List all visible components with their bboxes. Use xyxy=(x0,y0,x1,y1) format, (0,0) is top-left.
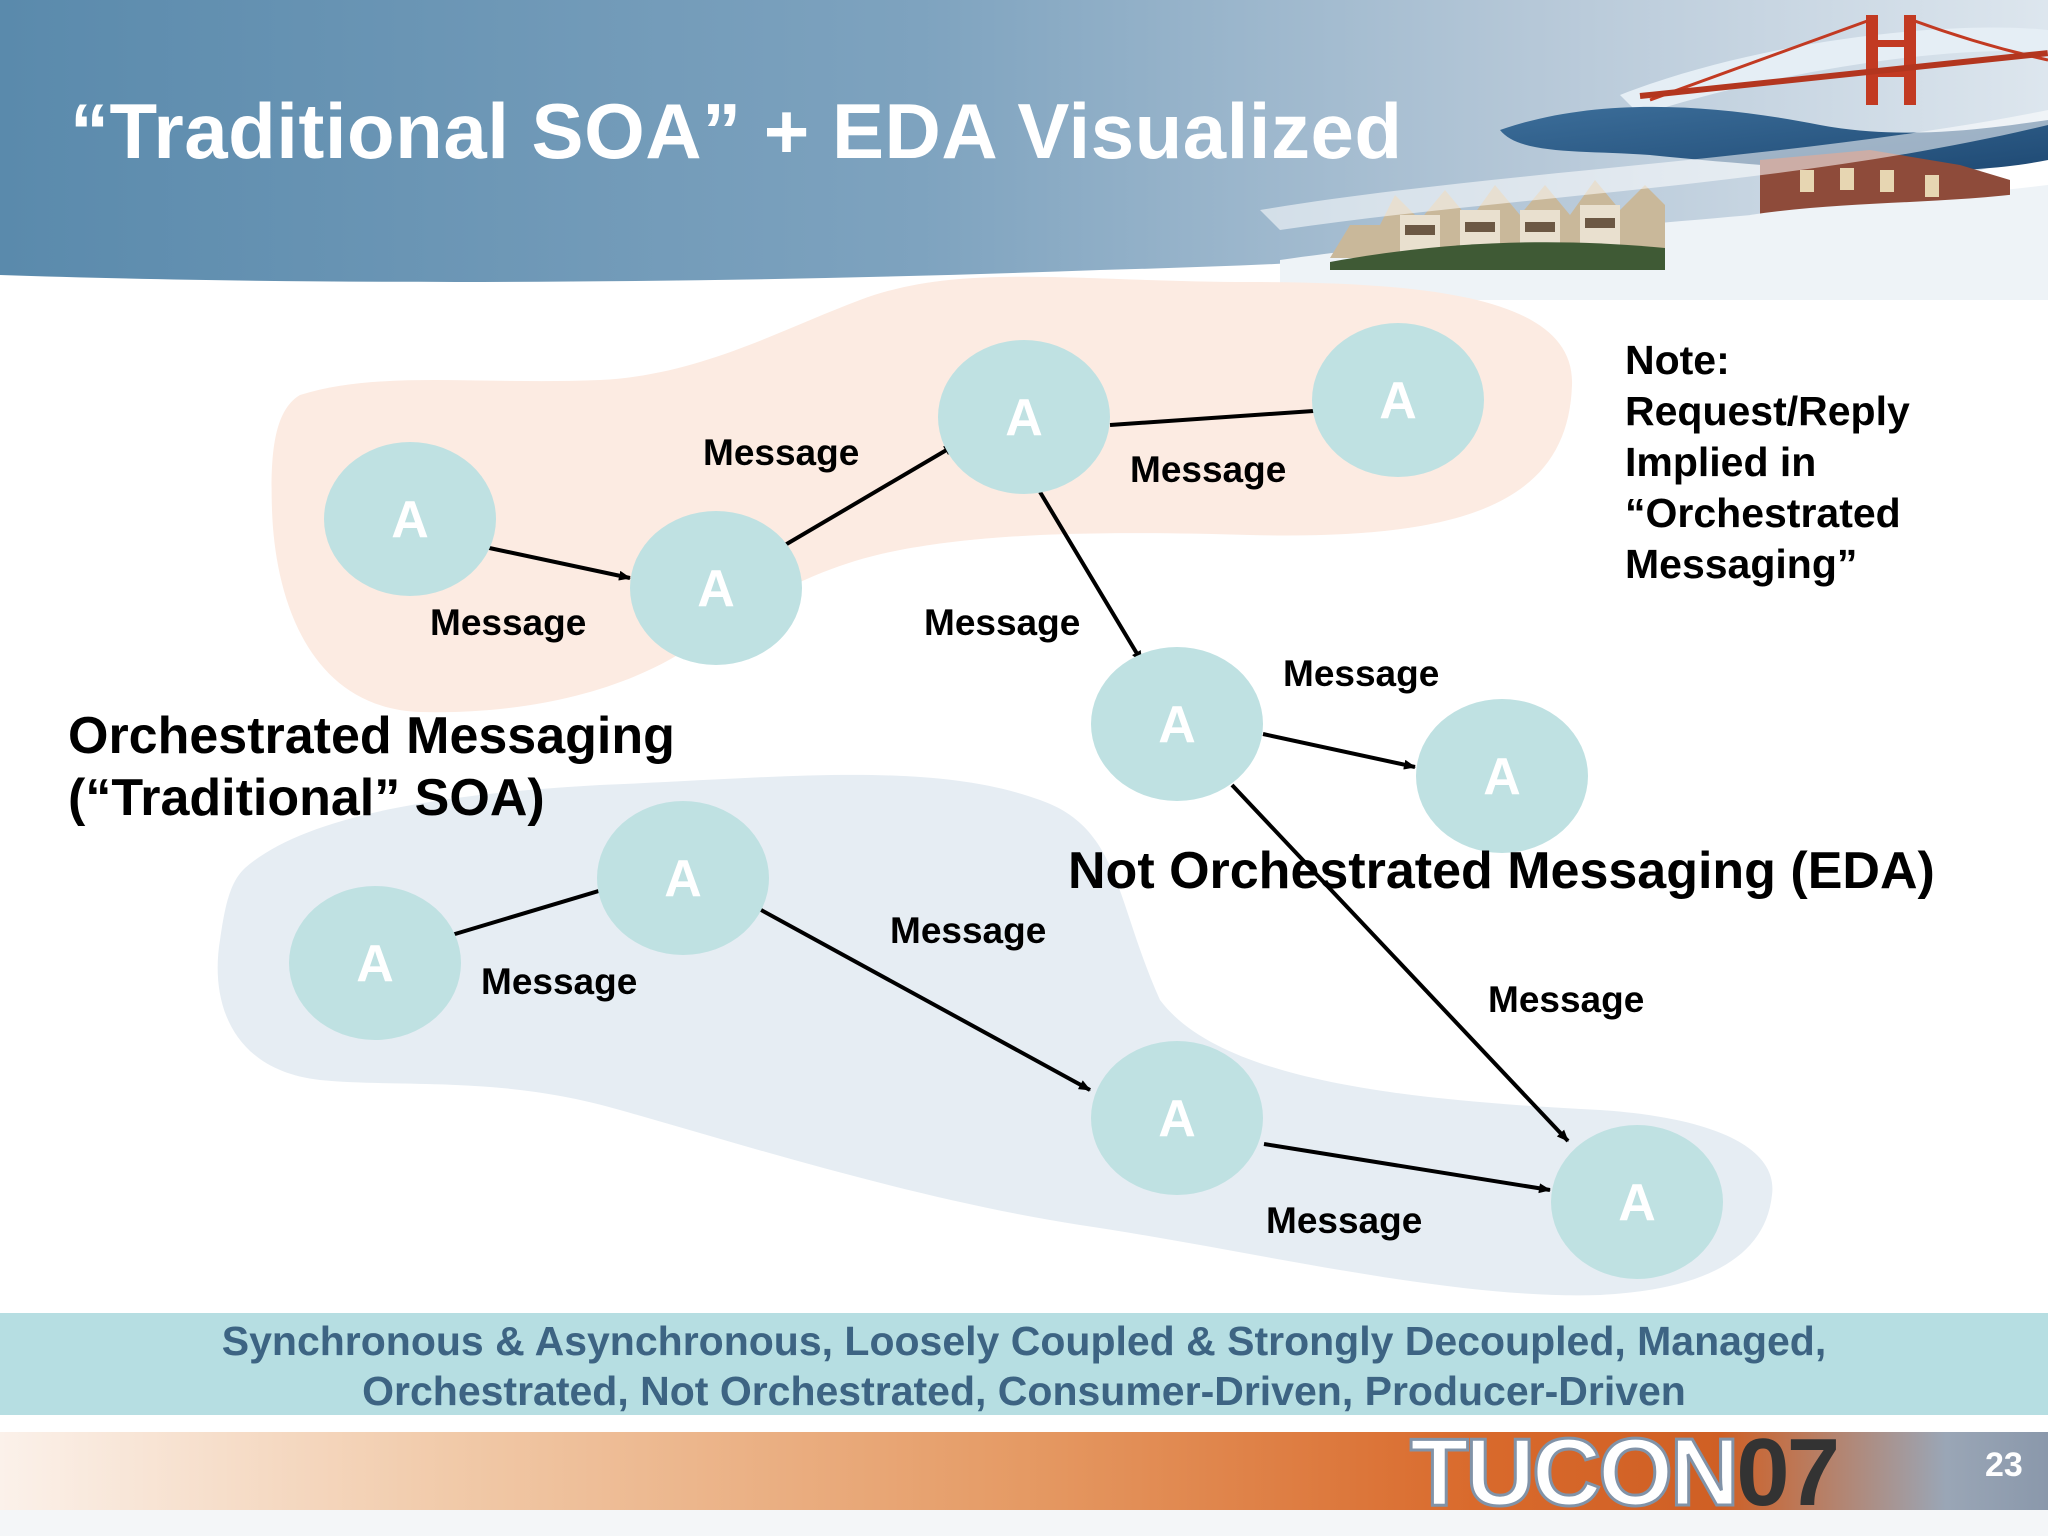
node-label: A xyxy=(1158,1090,1196,1148)
message-label: Message xyxy=(1266,1200,1422,1241)
node[interactable]: A xyxy=(938,340,1110,494)
node-label: A xyxy=(356,935,394,993)
orchestrated-label-line: Orchestrated Messaging xyxy=(68,707,675,765)
node[interactable]: A xyxy=(289,886,461,1040)
note-line: “Orchestrated xyxy=(1625,490,1901,536)
arrow-1 xyxy=(479,544,631,581)
eda-label: Not Orchestrated Messaging (EDA) xyxy=(1068,842,1935,900)
node-label: A xyxy=(1483,748,1521,806)
node[interactable]: A xyxy=(1416,699,1588,853)
message-label: Message xyxy=(703,432,859,473)
node-label: A xyxy=(1618,1174,1656,1232)
note-line: Messaging” xyxy=(1625,541,1858,587)
note-line: Implied in xyxy=(1625,439,1817,485)
banner-line: Orchestrated, Not Orchestrated, Consumer… xyxy=(362,1368,1686,1414)
message-label: Message xyxy=(430,602,586,643)
arrow-3 xyxy=(1109,405,1329,427)
node[interactable]: A xyxy=(1091,647,1263,801)
arrow-6 xyxy=(1230,783,1570,1143)
summary-banner xyxy=(0,1313,2048,1415)
note-line: Note: xyxy=(1625,337,1730,383)
banner-line: Synchronous & Asynchronous, Loosely Coup… xyxy=(221,1318,1827,1364)
node-label: A xyxy=(664,850,702,908)
node-label: A xyxy=(697,560,735,618)
arrow-7 xyxy=(444,885,613,939)
footer-bar xyxy=(0,1432,2048,1510)
logo-word: TUCON xyxy=(1408,1418,1740,1528)
node-label: A xyxy=(1158,696,1196,754)
slide-title: “Traditional SOA” + EDA Visualized xyxy=(70,87,1403,175)
building-icon xyxy=(1750,150,2048,240)
node[interactable]: A xyxy=(324,442,496,596)
arrow-9 xyxy=(1263,1142,1551,1194)
message-label: Message xyxy=(481,961,637,1002)
page-number: 23 xyxy=(1985,1446,2023,1484)
footer-strip xyxy=(0,1510,2048,1536)
arrow-8 xyxy=(751,903,1091,1092)
logo-year: 07 xyxy=(1736,1419,1840,1526)
node[interactable]: A xyxy=(597,801,769,955)
message-label: Message xyxy=(1130,449,1286,490)
arrow-5 xyxy=(1262,732,1416,770)
note-text: Note: Request/Reply Implied in “Orchestr… xyxy=(1625,335,2005,590)
summary-banner-text: Synchronous & Asynchronous, Loosely Coup… xyxy=(0,1316,2048,1416)
node[interactable]: A xyxy=(1312,323,1484,477)
node[interactable]: A xyxy=(1551,1125,1723,1279)
golden-gate-bridge-icon xyxy=(1620,15,2048,115)
message-label: Message xyxy=(1283,653,1439,694)
victorian-houses-icon xyxy=(1330,180,1665,270)
message-label: Message xyxy=(890,910,1046,951)
node-label: A xyxy=(1005,389,1043,447)
tucon-logo: TUCON07 xyxy=(1408,1418,1840,1528)
orchestrated-messaging-label: Orchestrated Messaging (“Traditional” SO… xyxy=(68,705,675,829)
node[interactable]: A xyxy=(1091,1041,1263,1195)
message-label: Message xyxy=(924,602,1080,643)
node[interactable]: A xyxy=(630,511,802,665)
orchestrated-label-line: (“Traditional” SOA) xyxy=(68,769,545,827)
note-line: Request/Reply xyxy=(1625,388,1910,434)
bay-water-icon xyxy=(1500,106,2048,172)
message-label: Message xyxy=(1488,979,1644,1020)
header-background xyxy=(0,0,2048,300)
orchestrated-region xyxy=(271,276,1573,713)
arrow-2 xyxy=(783,443,957,547)
arrow-4 xyxy=(1038,490,1144,664)
node-label: A xyxy=(391,491,429,549)
node-label: A xyxy=(1379,372,1417,430)
